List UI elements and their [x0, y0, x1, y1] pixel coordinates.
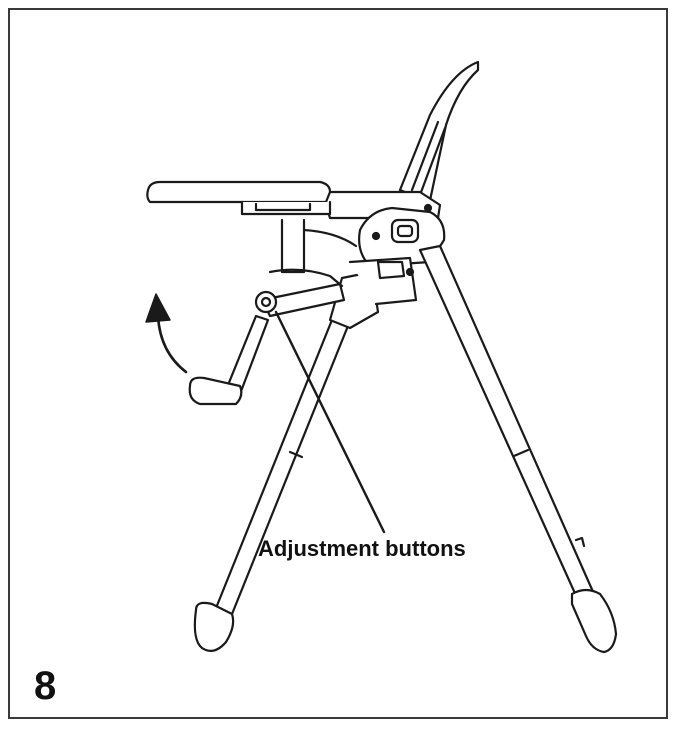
callout-leader-line — [274, 310, 386, 534]
tray — [146, 180, 332, 216]
rotate-up-arrow-icon — [145, 293, 188, 374]
diagram-frame — [8, 8, 668, 719]
step-number: 8 — [34, 664, 57, 708]
backrest — [398, 60, 480, 212]
footrest — [188, 376, 243, 406]
adjustment-buttons-label: Adjustment buttons — [258, 536, 466, 561]
front-leg — [193, 298, 358, 653]
rear-leg — [418, 244, 618, 654]
seat-column — [280, 218, 358, 274]
leg-joint — [328, 256, 418, 330]
